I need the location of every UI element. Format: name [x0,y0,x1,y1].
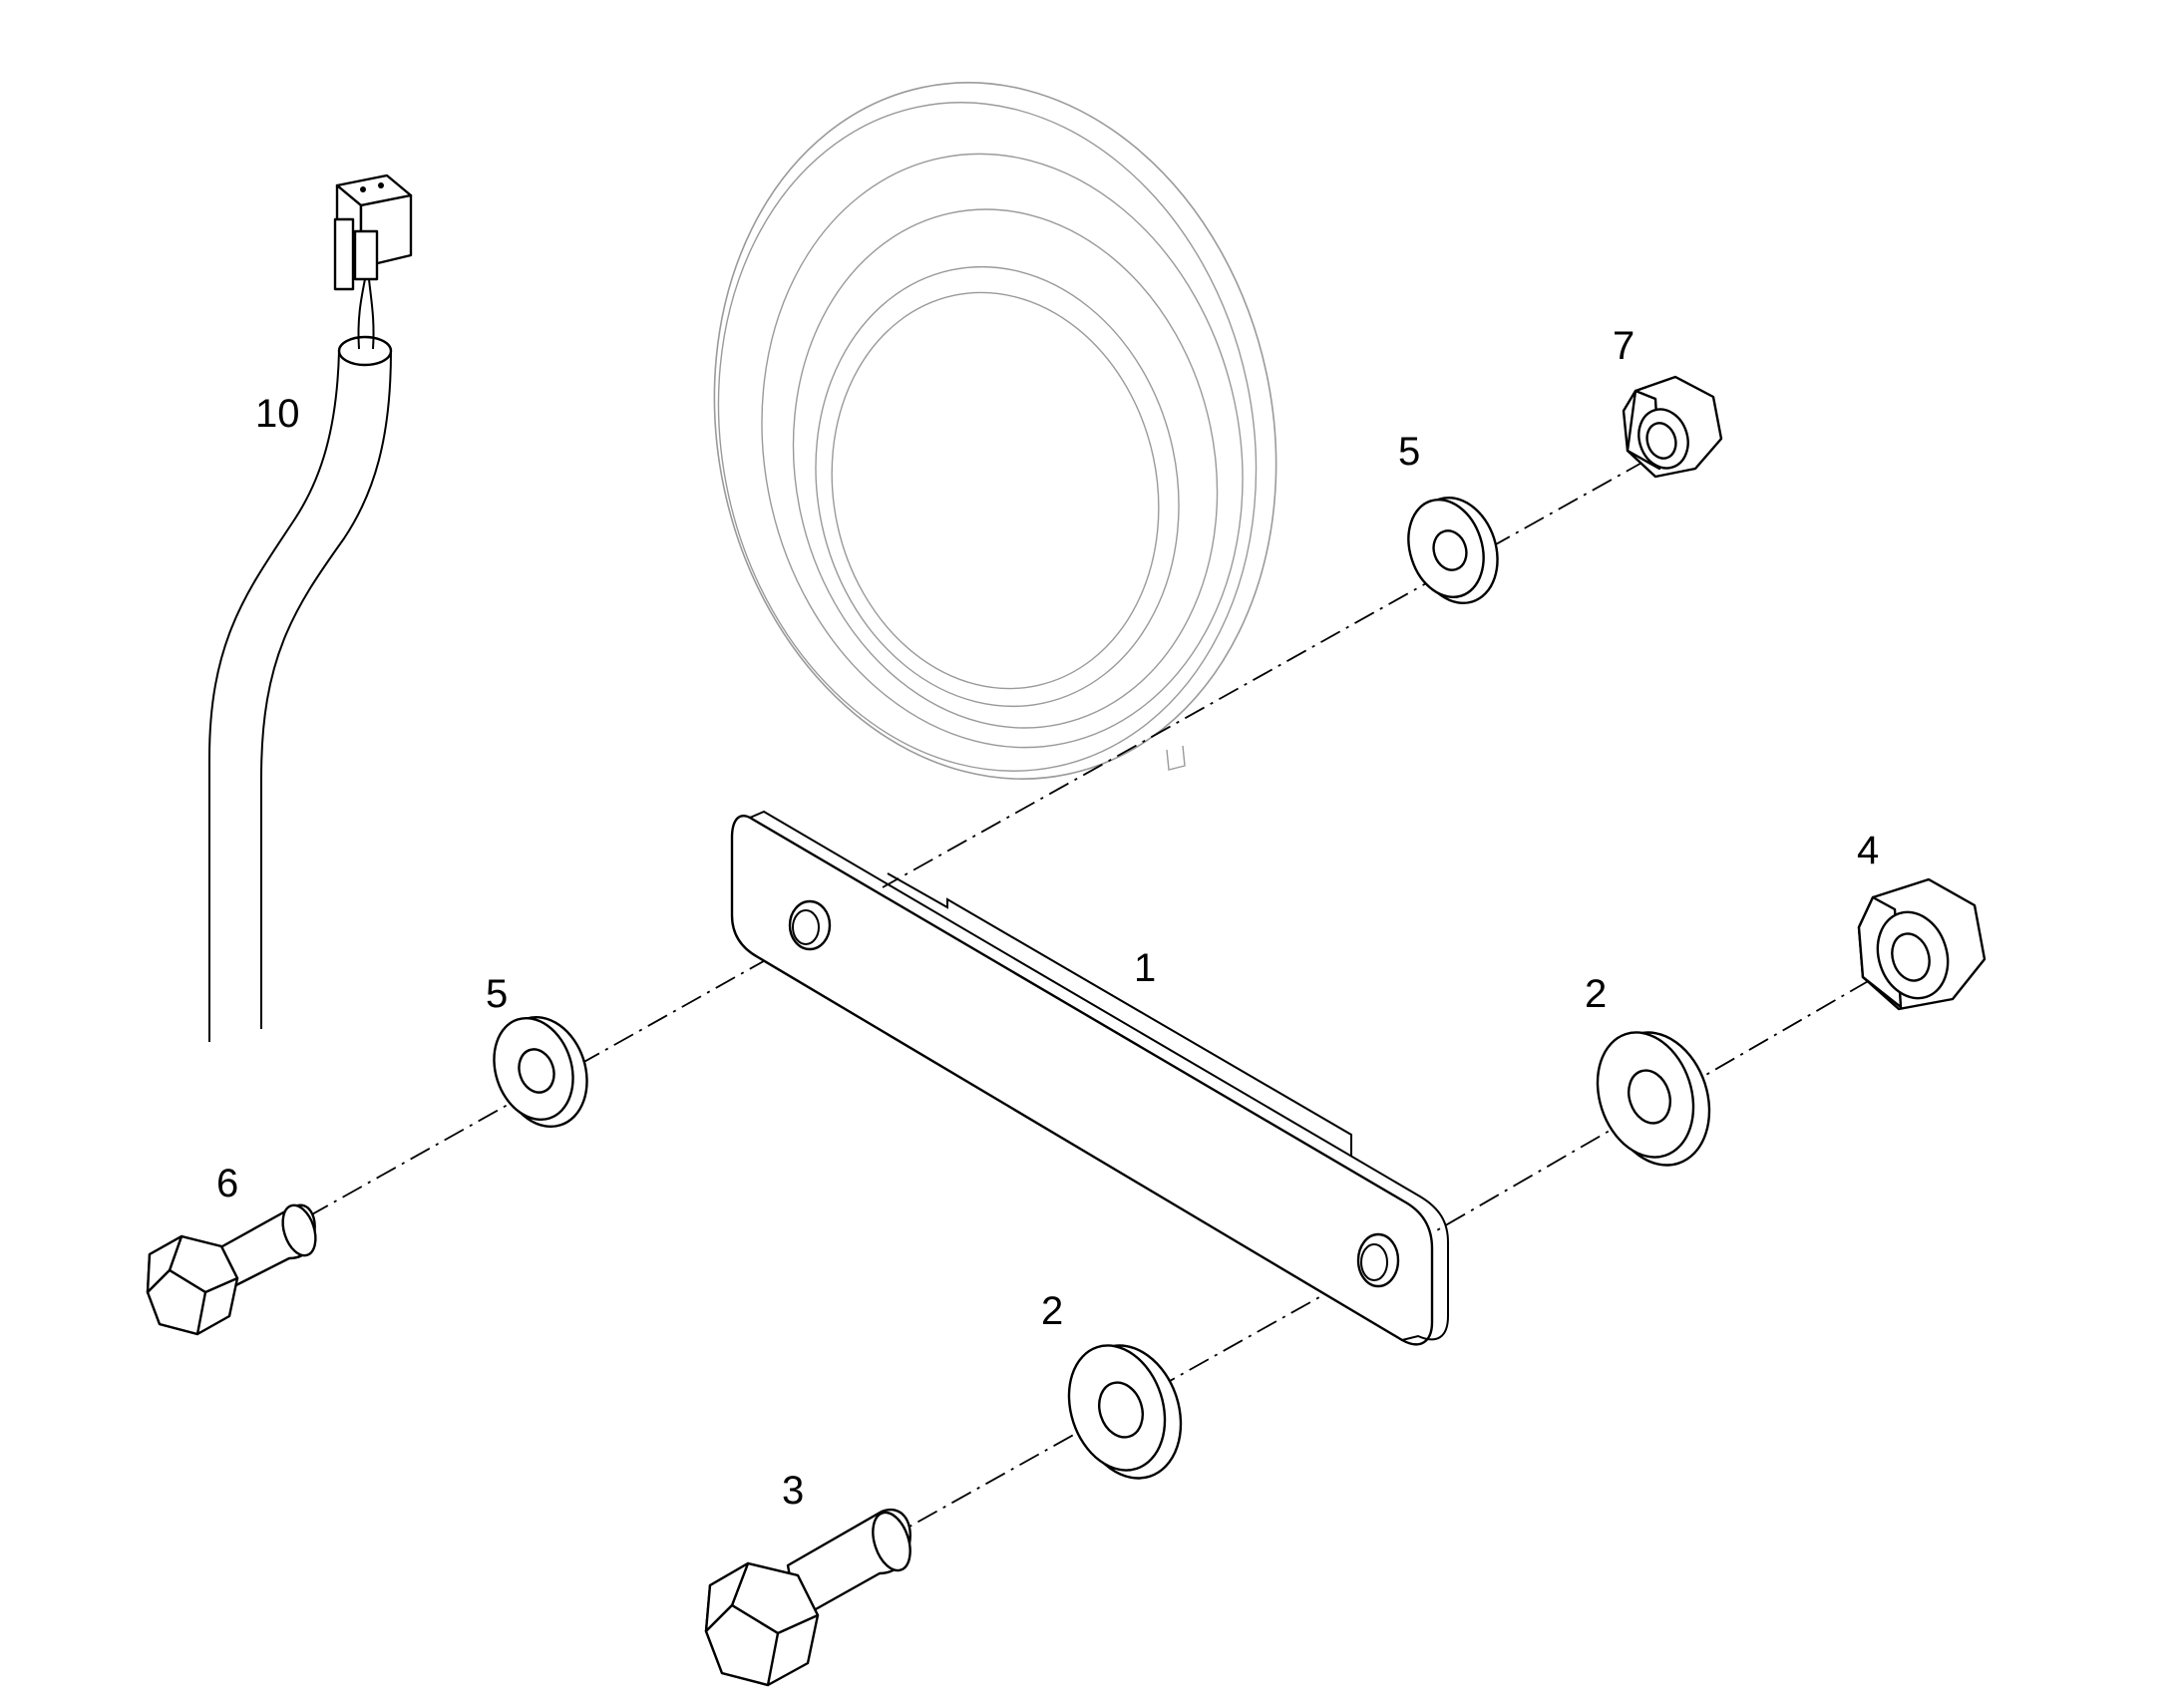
background-disc-ghost [713,82,1277,780]
bolt-lower [704,1509,911,1687]
washer-lower [1067,1344,1183,1480]
cable-end [337,335,393,367]
washer-upper [1407,496,1499,605]
connector-wires [357,278,375,350]
cable-body [208,350,340,1042]
callout-bolt-left: 6 [216,1162,238,1205]
mounting-bracket [730,810,1449,1346]
nut-right [1857,877,1987,1011]
callout-nut-upper: 7 [1613,324,1635,368]
connector-icon [333,173,413,291]
axis-upper [882,460,1646,888]
callout-washer-left: 5 [486,972,508,1016]
bracket-flange [887,872,1352,1157]
callout-washer-upper: 5 [1398,430,1420,474]
callout-nut-right: 4 [1857,829,1879,872]
callout-cable: 10 [255,392,300,436]
callout-washer-right: 2 [1585,972,1607,1016]
washer-left [493,1015,588,1129]
nut-upper [1622,375,1723,479]
callout-bracket: 1 [1134,946,1156,990]
callout-washer-lower: 2 [1041,1289,1063,1333]
bolt-left [146,1203,317,1336]
washer-right [1596,1031,1711,1167]
bracket-hole-left [788,899,832,951]
bracket-plate [730,815,1434,1346]
callout-bolt-lower: 3 [782,1469,804,1513]
cable-assembly [208,173,413,1042]
